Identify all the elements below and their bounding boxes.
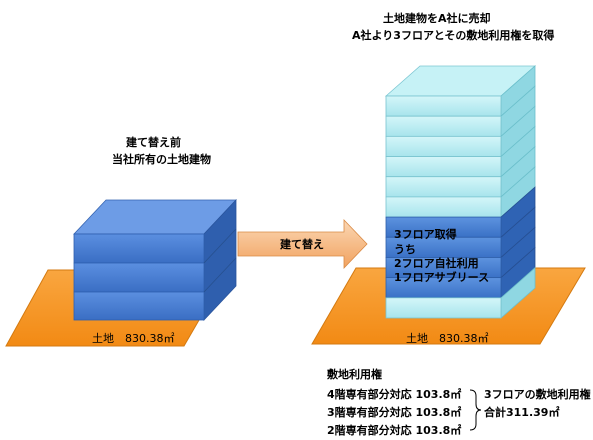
acquired-floors-line1: 3フロア取得 [394, 228, 457, 241]
site-rights-row-2f: 2階専有部分対応 103.8㎡ [327, 424, 462, 437]
tower-floor [385, 297, 502, 319]
acquired-floors-line2: うち [394, 243, 416, 256]
before-land-label: 土地 830.38㎡ [92, 332, 175, 345]
tower-floor [385, 95, 502, 117]
site-rights-row-3f: 3階専有部分対応 103.8㎡ [327, 406, 462, 419]
acquired-floors-line3: 2フロア自社利用 [394, 257, 479, 270]
existing-building [73, 198, 237, 322]
site-rights-bracket [469, 389, 482, 431]
site-rights-heading: 敷地利用権 [327, 368, 382, 381]
acquired-floors-line4: 1フロアサブリース [394, 271, 490, 284]
site-rights-summary-line2: 合計311.39㎡ [484, 406, 560, 419]
tower-floor [385, 196, 502, 218]
site-rights-row-4f: 4階専有部分対応 103.8㎡ [327, 388, 462, 401]
rebuild-arrow [237, 219, 368, 269]
tower-floor [385, 115, 502, 137]
before-caption-line2: 当社所有の土地建物 [112, 153, 211, 166]
after-caption-line2: A社より3フロアとその敷地利用権を取得 [352, 29, 555, 42]
arrow-label: 建て替え [280, 238, 324, 251]
new-tower [384, 65, 537, 319]
after-land-label: 土地 830.38㎡ [406, 332, 489, 345]
tower-floor [385, 135, 502, 157]
after-caption-line1: 土地建物をA社に売却 [383, 12, 491, 25]
tower-floor [385, 176, 502, 198]
before-caption-line1: 建て替え前 [126, 136, 181, 149]
tower-floor [385, 156, 502, 178]
site-rights-summary-line1: 3フロアの敷地利用権 [484, 388, 591, 401]
